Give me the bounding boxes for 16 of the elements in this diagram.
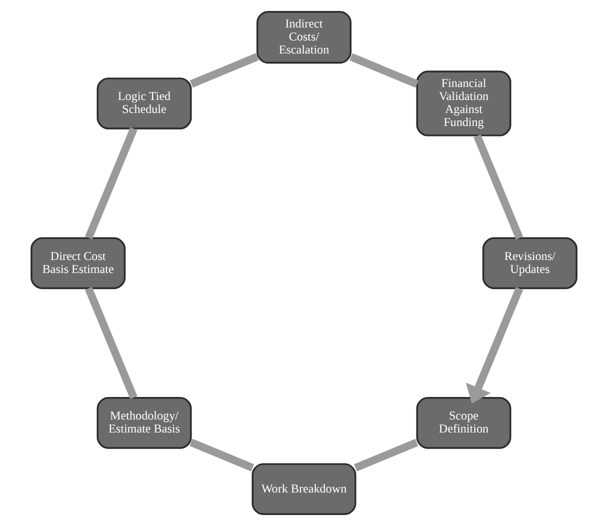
connector: [190, 53, 259, 88]
node-box: Indirect Costs/ Escalation: [256, 10, 352, 64]
arrow: [466, 287, 523, 404]
node-box: Financial Validation Against Funding: [416, 70, 512, 136]
node-box: Revisions/ Updates: [482, 237, 578, 290]
connector: [85, 127, 138, 240]
connector: [354, 438, 418, 472]
node-box: Direct Cost Basis Estimate: [30, 237, 126, 290]
node-box: Work Breakdown: [252, 463, 356, 516]
connector: [190, 438, 254, 472]
node-box: Methodology/ Estimate Basis: [96, 397, 192, 449]
connector: [84, 286, 138, 400]
connector: [474, 134, 524, 240]
node-box: Scope Definition: [416, 397, 512, 449]
connector: [350, 53, 418, 88]
node-box: Logic Tied Schedule: [96, 78, 192, 130]
